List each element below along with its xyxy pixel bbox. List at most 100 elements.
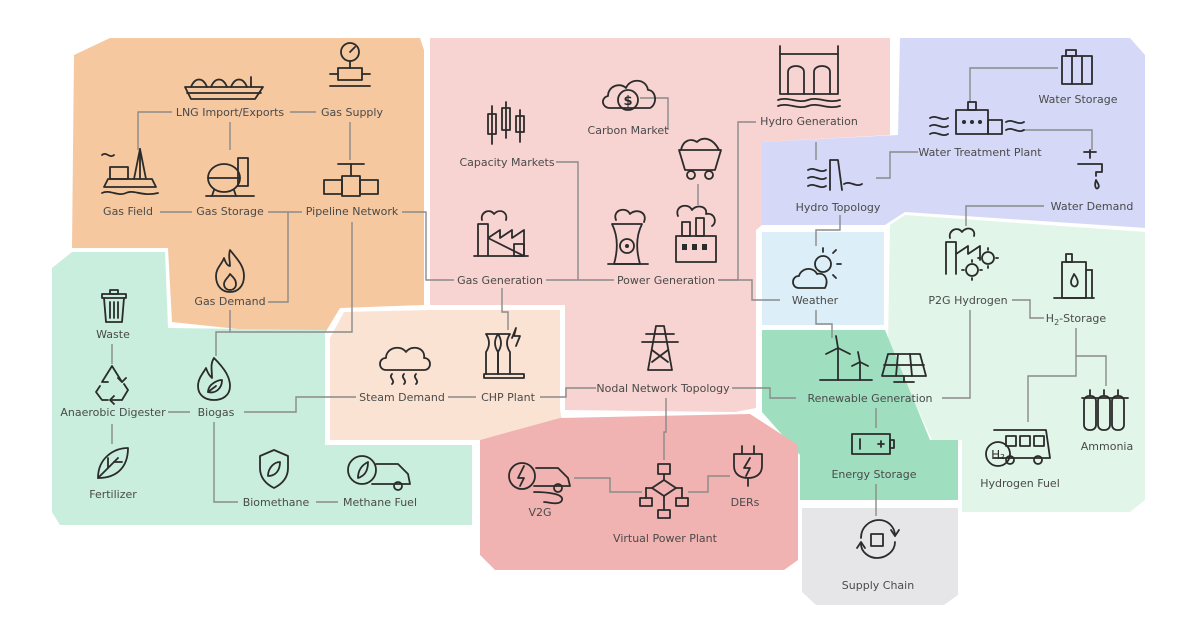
link-biogas-steam	[244, 396, 356, 413]
region-power	[430, 38, 890, 412]
carbon-cloud-icon: $	[602, 79, 656, 111]
bus-h2-glyph: H₂	[991, 448, 1005, 462]
label-methane-fuel: Methane Fuel	[343, 496, 417, 509]
wind-turbine-icon	[819, 335, 873, 381]
link-hydrotopo-watertreatment	[876, 151, 918, 179]
hydro-dam-icon	[777, 45, 841, 109]
hydrogen-bus-icon: H₂	[985, 429, 1051, 467]
label-water-treatment: Water Treatment Plant	[918, 146, 1042, 159]
label-carbon: Carbon Market	[588, 124, 670, 137]
link-nodal-vpp	[663, 398, 667, 460]
lng-ship-icon	[184, 76, 264, 100]
label-p2g: P2G Hydrogen	[928, 294, 1007, 307]
link-pipeline-biogas	[215, 222, 353, 356]
link-capacity-powergen	[556, 161, 579, 280]
link-hydrotopo-weather	[815, 215, 841, 246]
chp-plant-icon	[483, 327, 525, 379]
pipeline-valve-icon	[323, 163, 379, 197]
nuclear-plant-icon	[607, 208, 649, 265]
region-water	[762, 38, 1145, 228]
region-gas	[72, 38, 424, 338]
link-renewable-p2g	[942, 310, 971, 399]
label-h2-storage-sub: 2	[1054, 318, 1059, 327]
trash-bin-icon	[101, 289, 127, 323]
gas-storage-icon	[205, 157, 255, 197]
label-gas-field: Gas Field	[103, 205, 153, 218]
biogas-flame-leaf-icon	[197, 357, 231, 401]
link-biogas-biomethane	[213, 422, 238, 503]
candlestick-icon	[487, 101, 525, 145]
link-v2g-vpp	[574, 477, 642, 493]
link-h2storage-ammonia	[1076, 355, 1107, 386]
leaf-icon	[97, 447, 129, 479]
label-steam-demand: Steam Demand	[359, 391, 445, 404]
label-hydro-gen: Hydro Generation	[760, 115, 858, 128]
label-gas-storage: Gas Storage	[196, 205, 264, 218]
label-hydrogen-fuel: Hydrogen Fuel	[980, 477, 1060, 490]
battery-icon	[851, 433, 895, 455]
link-waterdemand-p2g	[965, 205, 1044, 226]
transmission-tower-icon	[641, 325, 679, 371]
label-gas-demand: Gas Demand	[194, 295, 265, 308]
label-anaerobic: Anaerobic Digester	[60, 406, 166, 419]
connectors	[111, 67, 1107, 516]
gas-meter-icon	[329, 42, 371, 87]
label-waste: Waste	[96, 328, 130, 341]
label-energy-storage: Energy Storage	[831, 468, 916, 481]
label-fertilizer: Fertilizer	[89, 488, 137, 501]
link-lng-gasfield	[137, 111, 172, 150]
label-biogas: Biogas	[198, 406, 235, 419]
hydro-topology-icon	[807, 159, 863, 191]
link-nodal-renewable	[732, 387, 796, 399]
link-watertreatment-storage	[969, 67, 1058, 102]
h2-storage-tank-icon	[1053, 253, 1095, 299]
label-nodal: Nodal Network Topology	[596, 382, 730, 395]
label-lng: LNG Import/Exports	[176, 106, 285, 119]
label-gas-generation: Gas Generation	[457, 274, 543, 287]
label-ammonia: Ammonia	[1081, 440, 1133, 453]
supply-chain-cycle-icon	[856, 519, 900, 559]
label-weather: Weather	[792, 294, 839, 307]
label-pipeline: Pipeline Network	[306, 205, 399, 218]
electric-plug-icon	[733, 445, 763, 487]
v2g-car-icon	[508, 462, 571, 505]
link-gasdemand-pipeline	[268, 212, 289, 303]
label-v2g: V2G	[528, 506, 551, 519]
flowchart-icon	[639, 463, 689, 519]
flame-icon	[215, 249, 245, 293]
link-ders-vpp	[688, 475, 730, 493]
faucet-icon	[1077, 149, 1103, 190]
coal-plant-icon	[675, 204, 717, 263]
recycle-icon	[95, 365, 129, 405]
link-gasgen-chp	[501, 288, 509, 330]
water-treatment-icon	[929, 101, 1025, 137]
labels: LNG Import/Exports Gas Supply Gas Field …	[60, 93, 1133, 592]
oil-rig-icon	[101, 148, 159, 196]
steam-cloud-icon	[379, 346, 431, 385]
shield-leaf-icon	[259, 449, 289, 489]
label-vpp: Virtual Power Plant	[613, 532, 718, 545]
label-water-storage: Water Storage	[1038, 93, 1117, 106]
icons: $	[95, 42, 1129, 559]
label-h2-storage-prefix: H	[1046, 312, 1054, 325]
solar-panel-icon	[881, 353, 927, 383]
weather-icon	[792, 247, 842, 289]
label-h2-storage-suffix: -Storage	[1059, 312, 1106, 325]
carbon-dollar-glyph: $	[623, 94, 632, 109]
label-power-generation: Power Generation	[617, 274, 715, 287]
link-powergen-weather	[718, 279, 780, 301]
label-capacity: Capacity Markets	[459, 156, 554, 169]
water-tank-icon	[1061, 49, 1093, 85]
label-water-demand: Water Demand	[1051, 200, 1134, 213]
label-supply-chain: Supply Chain	[842, 579, 914, 592]
label-gas-supply: Gas Supply	[321, 106, 383, 119]
label-hydro-topology: Hydro Topology	[796, 201, 881, 214]
link-pipeline-gasgen	[402, 211, 454, 281]
coal-cart-icon	[678, 137, 722, 180]
gas-plant-icon	[473, 210, 529, 257]
link-watertreatment-demand	[1022, 129, 1093, 150]
region-renewable	[762, 330, 958, 500]
link-chp-nodal	[540, 387, 596, 398]
link-carbon-coal	[640, 97, 669, 130]
